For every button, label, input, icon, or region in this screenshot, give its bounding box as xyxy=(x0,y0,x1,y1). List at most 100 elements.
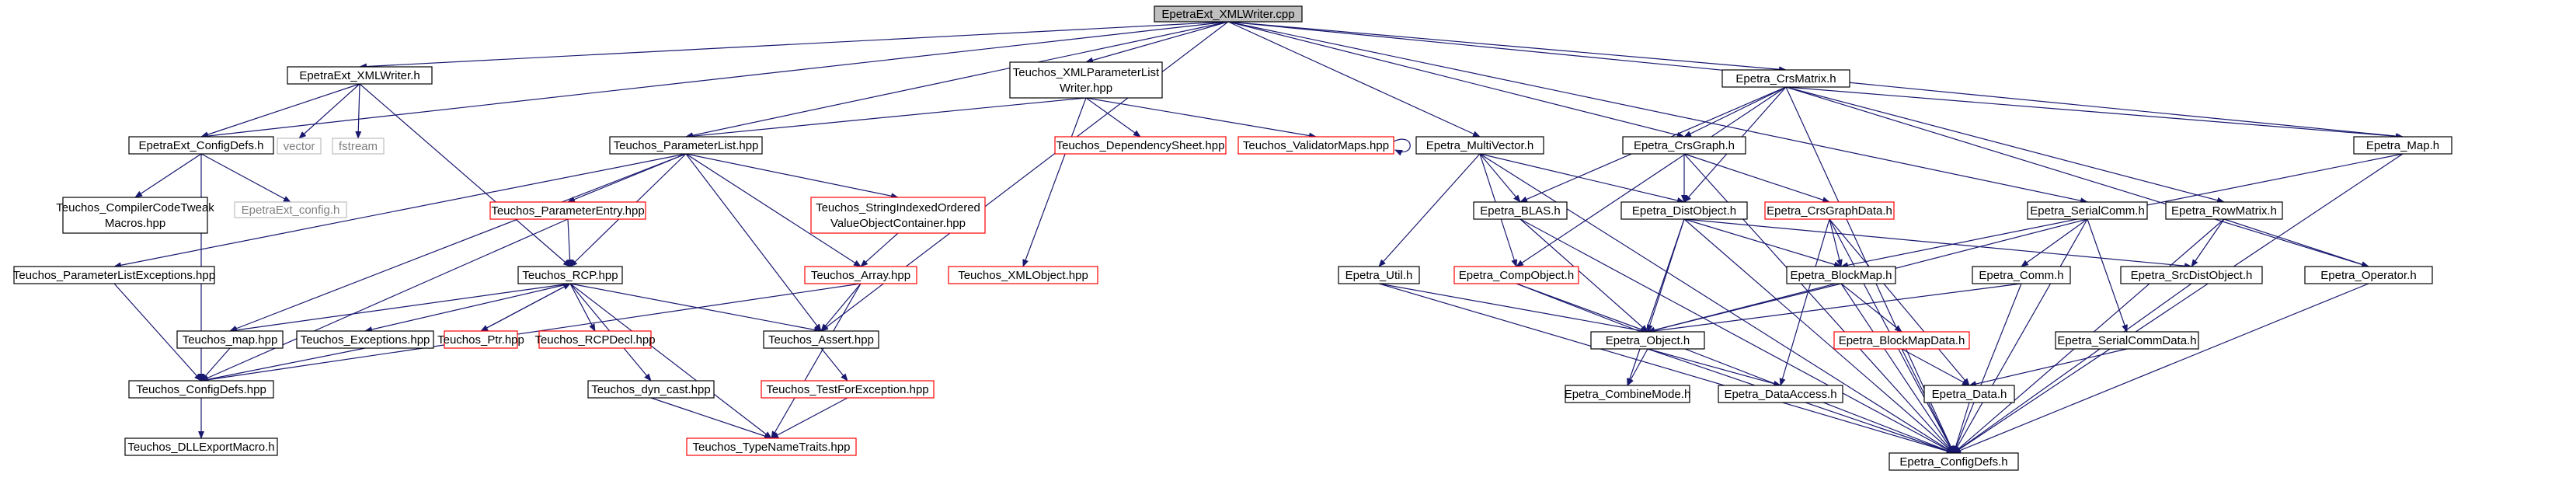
node-epetraext_config[interactable]: EpetraExt_config.h xyxy=(234,201,347,218)
edge-epetra_operator-to-epetra_configdefs xyxy=(1953,283,2369,454)
node-crsgraphdata[interactable]: Epetra_CrsGraphData.h xyxy=(1764,201,1895,220)
edge-xmlwriter_h-to-fstream xyxy=(355,83,362,139)
node-validatormaps[interactable]: Teuchos_ValidatorMaps.hpp xyxy=(1238,136,1394,155)
edge-comm-to-epetra_object xyxy=(1647,283,2022,334)
node-label: Teuchos_Array.hpp xyxy=(811,269,910,282)
node-box xyxy=(124,437,278,456)
node-crsmatrix[interactable]: Epetra_CrsMatrix.h xyxy=(1721,69,1850,88)
node-serialcomm[interactable]: Epetra_SerialComm.h xyxy=(2027,201,2148,220)
node-dllexport[interactable]: Teuchos_DLLExportMacro.h xyxy=(124,437,278,456)
node-rcpdecl[interactable]: Teuchos_RCPDecl.hpp xyxy=(534,330,656,349)
node-box xyxy=(1009,61,1163,99)
node-stringindexed[interactable]: Teuchos_StringIndexedOrderedValueObjectC… xyxy=(810,197,986,234)
edge-rcp-to-tmap xyxy=(229,283,571,333)
edge-dyncast-to-typenametraits xyxy=(650,397,772,439)
node-tconfigdefs[interactable]: Teuchos_ConfigDefs.hpp xyxy=(128,380,274,399)
node-rowmatrix[interactable]: Epetra_RowMatrix.h xyxy=(2165,201,2283,220)
edge-paramlist-to-tassert xyxy=(685,153,822,332)
node-configdefs_h[interactable]: EpetraExt_ConfigDefs.h xyxy=(128,136,274,155)
node-epetra_configdefs[interactable]: Epetra_ConfigDefs.h xyxy=(1888,452,2019,471)
edge-blas-to-epetra_object xyxy=(1519,218,1648,333)
node-util[interactable]: Epetra_Util.h xyxy=(1338,266,1420,284)
node-multivector[interactable]: Epetra_MultiVector.h xyxy=(1415,136,1544,155)
node-label: Teuchos_ConfigDefs.hpp xyxy=(136,383,266,396)
node-label: Teuchos_XMLParameterList xyxy=(1013,66,1160,79)
node-blockmap[interactable]: Epetra_BlockMap.h xyxy=(1786,266,1896,284)
node-plexceptions[interactable]: Teuchos_ParameterListExceptions.hpp xyxy=(13,266,215,284)
node-texceptions[interactable]: Teuchos_Exceptions.hpp xyxy=(296,330,434,349)
node-xmlobject[interactable]: Teuchos_XMLObject.hpp xyxy=(948,266,1098,284)
node-srcdistobject[interactable]: Epetra_SrcDistObject.h xyxy=(2120,266,2263,284)
node-tptr[interactable]: Teuchos_Ptr.hpp xyxy=(437,330,524,349)
edge-epetra_map-to-epetra_configdefs xyxy=(1953,153,2404,454)
node-box xyxy=(62,197,208,234)
node-depsheet[interactable]: Teuchos_DependencySheet.hpp xyxy=(1054,136,1227,155)
node-epetra_operator[interactable]: Epetra_Operator.h xyxy=(2304,266,2433,284)
node-epetra_data[interactable]: Epetra_Data.h xyxy=(1923,385,2015,403)
edge-root-to-multivector xyxy=(1227,21,1481,138)
edge-root-to-paramlist xyxy=(685,21,1229,139)
node-label: EpetraExt_XMLWriter.h xyxy=(299,69,419,82)
node-label: Teuchos_CompilerCodeTweak xyxy=(56,201,214,214)
node-label: Teuchos_Exceptions.hpp xyxy=(301,333,430,347)
node-tassert[interactable]: Teuchos_Assert.hpp xyxy=(763,330,879,349)
node-box xyxy=(1415,136,1544,155)
node-blockmapdata[interactable]: Epetra_BlockMapData.h xyxy=(1833,331,1970,350)
edge-root-to-crsgraph xyxy=(1227,21,1685,138)
node-crsgraph[interactable]: Epetra_CrsGraph.h xyxy=(1622,136,1746,155)
node-dataaccess[interactable]: Epetra_DataAccess.h xyxy=(1718,385,1843,403)
node-label: Epetra_Object.h xyxy=(1606,334,1690,347)
node-box xyxy=(128,136,274,155)
node-tmap[interactable]: Teuchos_map.hpp xyxy=(176,330,284,349)
node-box xyxy=(1453,266,1579,284)
edge-paramentry-to-tconfigdefs xyxy=(200,218,569,382)
node-comm[interactable]: Epetra_Comm.h xyxy=(1972,266,2071,284)
node-vector[interactable]: vector xyxy=(277,138,322,155)
node-box xyxy=(1764,201,1895,220)
edge-comm-to-epetra_configdefs xyxy=(1953,283,2022,454)
node-label: vector xyxy=(284,140,315,153)
edge-teuchos_xmlplw-to-paramlist xyxy=(685,97,1087,140)
edge-root-to-xmlwriter_h xyxy=(359,21,1229,70)
node-label: Teuchos_DLLExportMacro.h xyxy=(127,441,274,454)
edge-tarray-to-tassert xyxy=(820,283,862,332)
edge-serialcomm-to-epetra_configdefs xyxy=(1953,218,2088,454)
node-tarray[interactable]: Teuchos_Array.hpp xyxy=(804,266,917,284)
node-distobject[interactable]: Epetra_DistObject.h xyxy=(1620,201,1748,220)
node-label: Teuchos_RCP.hpp xyxy=(522,269,618,282)
node-paramlist[interactable]: Teuchos_ParameterList.hpp xyxy=(609,136,763,155)
node-epetra_map[interactable]: Epetra_Map.h xyxy=(2353,136,2452,155)
node-serialcommdata[interactable]: Epetra_SerialCommData.h xyxy=(2055,331,2199,350)
node-box xyxy=(1590,331,1705,350)
edge-crsmatrix-to-compobject xyxy=(1516,86,1787,267)
node-box xyxy=(804,266,917,284)
node-label: Teuchos_dyn_cast.hpp xyxy=(591,383,710,396)
node-label: Epetra_BlockMapData.h xyxy=(1839,334,1965,347)
node-dyncast[interactable]: Teuchos_dyn_cast.hpp xyxy=(587,380,715,399)
node-fstream[interactable]: fstream xyxy=(332,138,385,155)
node-label: ValueObjectContainer.hpp xyxy=(830,217,966,230)
edge-xmlwriter_h-to-rcp xyxy=(359,83,571,267)
node-root[interactable]: EpetraExt_XMLWriter.cpp xyxy=(1154,5,1303,23)
node-label: Epetra_Operator.h xyxy=(2320,269,2416,282)
node-combinemode[interactable]: Epetra_CombineMode.h xyxy=(1565,385,1691,403)
edge-plexceptions-to-tconfigdefs xyxy=(113,283,202,382)
edge-teuchos_xmlplw-to-depsheet xyxy=(1085,97,1141,138)
edge-root-to-configdefs_h xyxy=(200,21,1229,139)
node-epetra_object[interactable]: Epetra_Object.h xyxy=(1590,331,1705,350)
node-box xyxy=(810,197,986,234)
node-typenametraits[interactable]: Teuchos_TypeNameTraits.hpp xyxy=(686,437,857,456)
node-rcp[interactable]: Teuchos_RCP.hpp xyxy=(517,266,623,284)
node-xmlwriter_h[interactable]: EpetraExt_XMLWriter.h xyxy=(287,66,433,85)
node-label: Epetra_SerialComm.h xyxy=(2030,204,2145,218)
node-box xyxy=(2353,136,2452,155)
node-testforexc[interactable]: Teuchos_TestForException.hpp xyxy=(761,380,935,399)
edge-root-to-crsmatrix xyxy=(1227,21,1787,73)
node-compobject[interactable]: Epetra_CompObject.h xyxy=(1453,266,1579,284)
node-blas[interactable]: Epetra_BLAS.h xyxy=(1473,201,1568,220)
node-paramentry[interactable]: Teuchos_ParameterEntry.hpp xyxy=(489,201,646,220)
node-label: Teuchos_RCPDecl.hpp xyxy=(534,333,655,347)
